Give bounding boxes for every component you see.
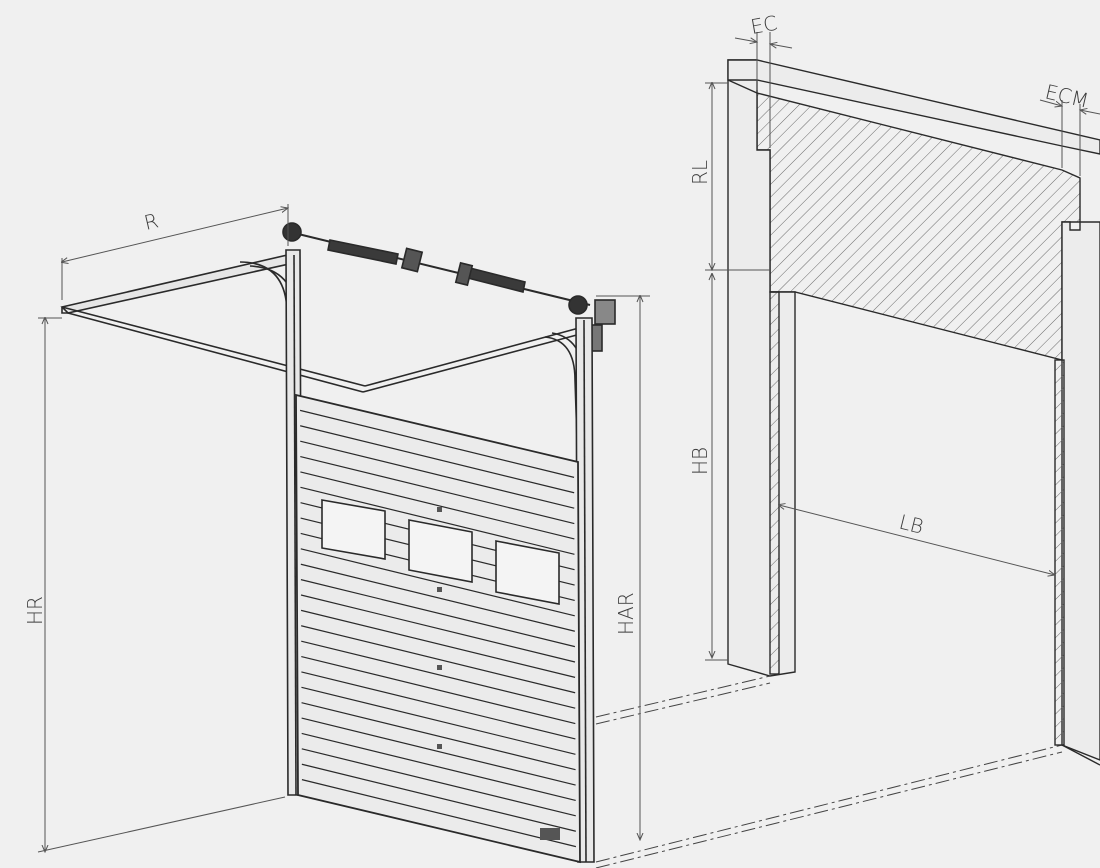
label-ecm: ECM	[1043, 79, 1091, 112]
floor-lines	[595, 675, 1063, 868]
panel-groove	[300, 471, 575, 540]
panel-groove	[301, 625, 576, 694]
panel-groove	[301, 748, 576, 817]
panel-groove	[300, 579, 576, 648]
panel-groove	[301, 702, 576, 771]
horizontal-tracks	[60, 252, 591, 471]
panel-groove	[300, 594, 576, 663]
panel-groove	[300, 609, 576, 678]
panel-groove	[299, 409, 575, 478]
panel-groove	[301, 763, 576, 832]
panel-groove	[301, 655, 576, 725]
label-hr: HR	[23, 596, 47, 625]
panel-groove	[301, 686, 576, 755]
panel-groove	[301, 717, 576, 786]
label-r: R	[142, 208, 161, 235]
panel-groove	[300, 548, 575, 617]
panel-groove	[301, 732, 576, 802]
wall-dimensions	[705, 32, 1100, 661]
label-ec: EC	[749, 11, 779, 39]
label-rl: RL	[688, 160, 712, 185]
door-leaf	[295, 393, 581, 864]
sectional-door-assembly	[60, 222, 616, 864]
door-hinges	[437, 507, 442, 749]
panel-groove	[300, 563, 575, 632]
label-har: HAR	[614, 592, 638, 635]
panel-groove	[301, 640, 576, 709]
panel-groove	[301, 671, 576, 740]
right-jamb	[1061, 221, 1100, 761]
door-dimensions	[37, 204, 650, 852]
panel-groove	[301, 779, 577, 848]
door-windows	[321, 499, 560, 605]
vertical-posts	[285, 249, 595, 863]
panel-groove	[300, 486, 575, 555]
panel-groove	[300, 455, 575, 525]
dimension-labels: R HR HAR EC ECM RL HB LB	[23, 11, 1091, 635]
panel-groove	[300, 425, 575, 494]
label-lb: LB	[897, 510, 926, 539]
label-hb: HB	[688, 447, 712, 475]
panel-groove	[300, 440, 575, 509]
wall-opening-section	[727, 59, 1100, 766]
